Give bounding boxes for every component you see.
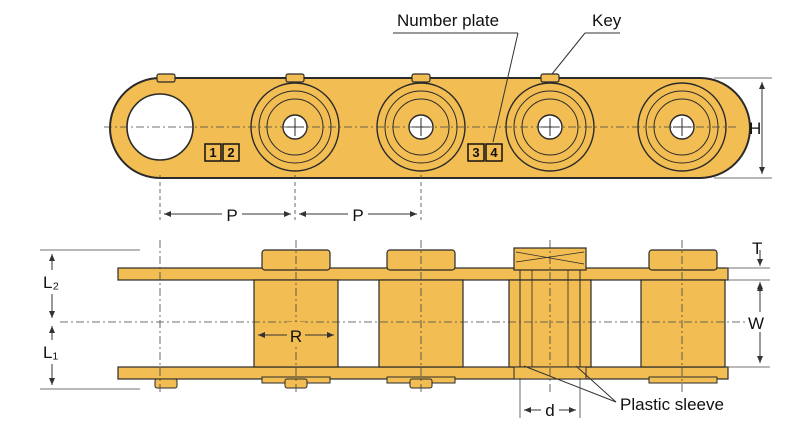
- plate-digit-1: 1: [209, 145, 216, 160]
- dimension-r-label: R: [290, 327, 302, 346]
- key-top-4: [540, 73, 560, 83]
- number-plate-label: Number plate: [397, 11, 499, 30]
- number-plate-3-4: 3 4: [467, 143, 503, 162]
- plate-digit-4: 4: [490, 145, 498, 160]
- plate-digit-2: 2: [227, 145, 234, 160]
- dimension-d-label: d: [545, 401, 554, 420]
- dimension-l2-label: L₂: [43, 273, 59, 292]
- plastic-sleeve-label: Plastic sleeve: [620, 395, 724, 414]
- plate-digit-3: 3: [472, 145, 479, 160]
- key-top-3: [411, 73, 431, 83]
- key-top-1: [156, 73, 176, 83]
- dimension-p-label-1: P: [226, 206, 237, 225]
- dimension-p-label-2: P: [352, 206, 363, 225]
- dimension-l1-label: L₁: [43, 343, 58, 362]
- side-view: L₂ L₁ T W R d Plastic sleeve: [40, 239, 772, 420]
- roller-top-1: [250, 82, 340, 172]
- key-label: Key: [592, 11, 622, 30]
- top-view: 1 2 3 4 Number plate Key H P P: [104, 11, 772, 225]
- roller-side-4: [640, 249, 726, 384]
- key-top-2: [285, 73, 305, 83]
- dimension-w-label: W: [748, 314, 764, 333]
- pin-head-1: [154, 378, 178, 389]
- dimension-t-label: T: [752, 239, 762, 258]
- dimension-h-label: H: [749, 119, 761, 138]
- number-plate-1-2: 1 2: [204, 143, 240, 162]
